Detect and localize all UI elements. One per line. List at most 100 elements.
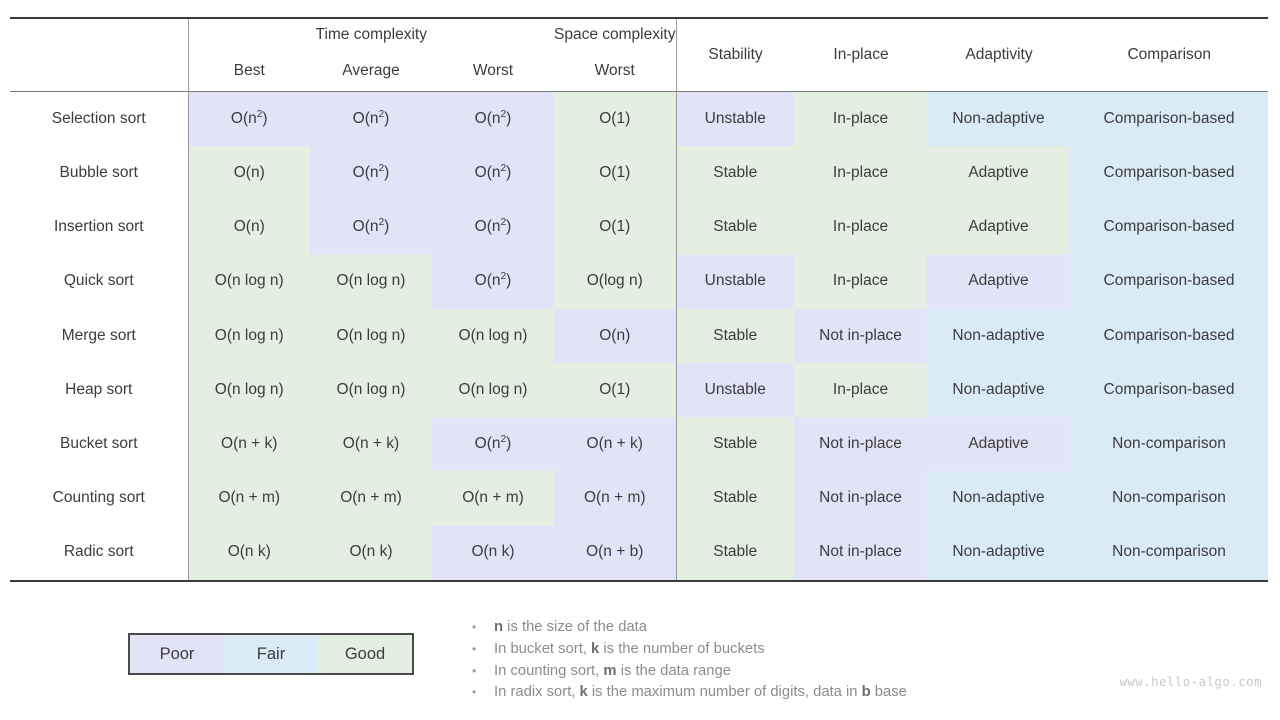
cell-comparison: Non-comparison [1070,525,1268,581]
cell-adaptivity: Non-adaptive [927,308,1070,363]
table-head: Time complexity Space complexity Stabili… [10,17,1268,92]
cell-comparison: Comparison-based [1070,146,1268,201]
cell-best: O(n) [187,200,310,255]
legend-item-poor: Poor [130,635,224,673]
footnote-item: • In bucket sort, k is the number of buck… [466,639,1086,661]
column-header-in-place: In-place [833,45,889,63]
cell-comparison: Non-comparison [1070,471,1268,526]
cell-worst-time: O(n + m) [432,471,554,526]
row-header-algorithm: Heap sort [10,362,188,418]
group-header-time-complexity: Time complexity [187,19,554,52]
row-header-algorithm: Bubble sort [10,146,188,201]
comparison-table-container: Time complexity Space complexity Stabili… [10,17,1268,583]
column-header-worst-time: Worst [472,62,514,80]
column-header-best: Best [187,52,310,92]
cell-worst-space: O(n + b) [554,525,676,581]
cell-adaptivity: Adaptive [927,417,1070,472]
right-header-group: Stability In-place Adaptivity Comparison [675,19,1268,92]
comparison-table: Time complexity Space complexity Stabili… [10,17,1268,583]
cell-best: O(n k) [187,525,310,581]
cell-average: O(n2) [310,200,432,255]
cell-stability: Unstable [675,254,794,309]
cell-average: O(n2) [310,92,432,147]
cell-worst-time: O(n2) [432,146,554,201]
cell-comparison: Comparison-based [1070,92,1268,147]
footnote-item: •In counting sort, m is the data range [466,661,1086,683]
cell-in-place: Not in-place [794,417,927,472]
cell-best: O(n log n) [187,254,310,309]
cell-comparison: Comparison-based [1070,308,1268,363]
cell-in-place: In-place [794,92,927,147]
cell-comparison: Comparison-based [1070,362,1268,418]
cell-best: O(n) [187,146,310,201]
bullet-icon: • [472,685,477,700]
cell-worst-time: O(n2) [432,417,554,472]
cell-average: O(n log n) [310,254,432,309]
cell-worst-time: O(n log n) [432,308,554,363]
footnote-item: •n is the size of the data [466,617,1086,639]
cell-stability: Stable [675,525,794,581]
sub-header-row: Best Average Worst Worst [10,52,1268,92]
cell-in-place: In-place [794,146,927,201]
cell-best: O(n log n) [187,308,310,363]
cell-worst-space: O(1) [554,146,676,201]
cell-worst-space: O(1) [554,362,676,418]
row-header-algorithm: Quick sort [10,254,188,309]
cell-average: O(n + k) [310,417,432,472]
cell-stability: Unstable [675,362,794,418]
cell-in-place: In-place [794,254,927,309]
cell-worst-time: O(n log n) [432,362,554,418]
cell-worst-space: O(n + m) [554,471,676,526]
cell-adaptivity: Adaptive [927,200,1070,255]
row-header-algorithm: Radic sort [10,525,188,581]
cell-adaptivity: Adaptive [927,146,1070,201]
cell-average: O(n + m) [310,471,432,526]
cell-worst-time: O(n2) [432,200,554,255]
cell-worst-space: O(1) [554,92,676,147]
table-bottom-rule [10,579,1268,583]
cell-comparison: Non-comparison [1070,417,1268,472]
footnote-text: In radix sort, k is the maximum number o… [494,684,907,701]
cell-in-place: Not in-place [794,308,927,363]
cell-in-place: Not in-place [794,525,927,581]
cell-worst-space: O(log n) [554,254,676,309]
corner-cell-2 [10,52,188,92]
footnote-text: In bucket sort, k is the number of bucke… [494,640,765,657]
cell-average: O(n log n) [310,362,432,418]
footnote-text: In counting sort, m is the data range [494,662,731,679]
cell-stability: Stable [675,471,794,526]
cell-average: O(n k) [310,525,432,581]
cell-best: O(n + k) [187,417,310,472]
header-separator-rule [10,91,1268,92]
cell-worst-time: O(n2) [432,254,554,309]
cell-average: O(n log n) [310,308,432,363]
cell-worst-time: O(n2) [432,92,554,147]
cell-stability: Stable [675,200,794,255]
bullet-icon: • [472,641,477,656]
group-header-space-complexity: Space complexity [554,26,676,44]
cell-adaptivity: Non-adaptive [927,471,1070,526]
row-header-algorithm: Merge sort [10,308,188,363]
cell-adaptivity: Non-adaptive [927,362,1070,418]
cell-best: O(n + m) [187,471,310,526]
row-header-algorithm: Counting sort [10,471,188,526]
row-header-algorithm: Selection sort [10,92,188,147]
cell-adaptivity: Non-adaptive [927,525,1070,581]
table-foot [10,579,1268,583]
cell-comparison: Comparison-based [1070,254,1268,309]
watermark: www.hello-algo.com [1119,674,1262,689]
column-header-average: Average [342,62,400,80]
column-header-comparison: Comparison [1127,45,1212,63]
column-header-worst-space: Worst [594,62,635,80]
cell-in-place: In-place [794,362,927,418]
cell-stability: Stable [675,146,794,201]
cell-in-place: Not in-place [794,471,927,526]
